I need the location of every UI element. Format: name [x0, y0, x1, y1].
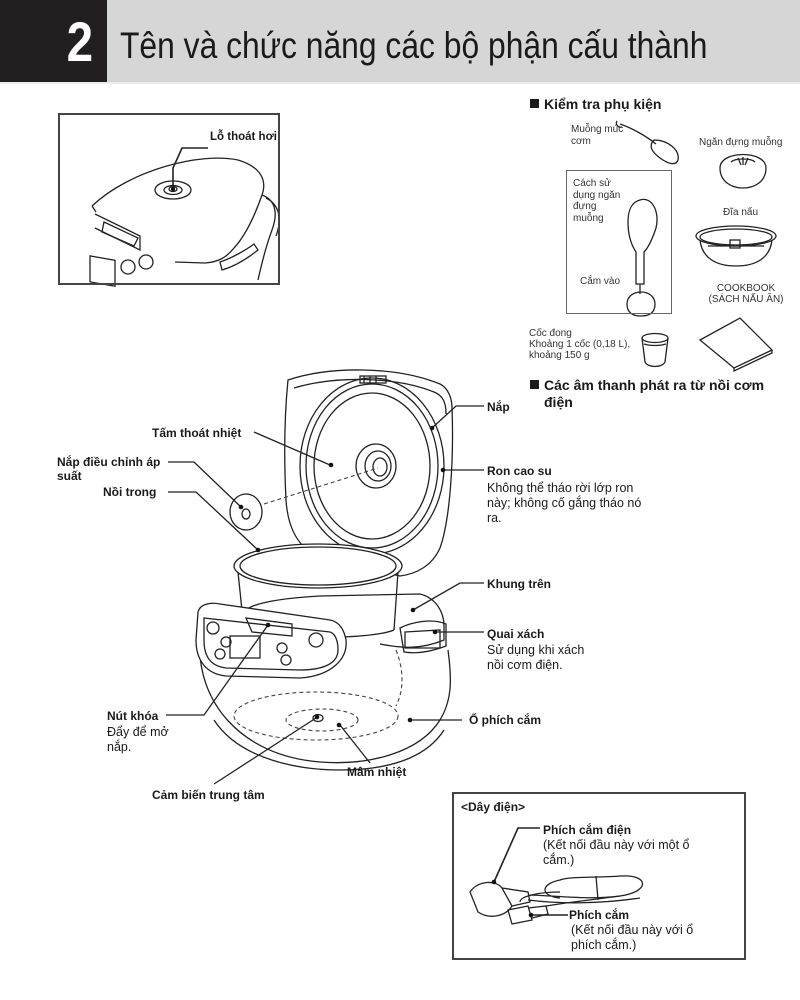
- measuring-cup-weight: khoảng 150 g: [529, 350, 590, 361]
- measuring-cup-label: Cốc đong: [529, 328, 572, 339]
- handle-label: Quai xách: [487, 627, 545, 641]
- cookbook-drawing: [698, 317, 774, 373]
- page-title: Tên và chức năng các bộ phận cấu thành: [120, 25, 708, 66]
- scoop-holder-usage-title: Cách sử dụng ngăn đựng muỗng: [573, 178, 621, 224]
- leader-lines: [166, 405, 484, 785]
- power-socket-label: Ổ phích cắm: [469, 713, 542, 727]
- scoop-holder-drawing: [719, 153, 767, 189]
- heat-plate-label: Tấm thoát nhiệt: [152, 426, 242, 440]
- inner-pot-drawing: [233, 543, 403, 639]
- rubber-seal-label: Ron cao su: [487, 464, 552, 478]
- sounds-heading-line2: điện: [544, 394, 573, 410]
- rice-scoop-drawing: [615, 120, 679, 165]
- square-bullet-icon: [530, 380, 539, 389]
- scoop-insert-label: Cắm vào: [580, 276, 621, 287]
- rubber-seal-desc: Không thể tháo rời lớp ron này; không cố…: [487, 481, 642, 525]
- lid-label: Nắp: [487, 400, 510, 414]
- section-header: 2 Tên và chức năng các bộ phận cấu thành: [0, 0, 800, 82]
- lid-top-view-inset: [58, 113, 280, 285]
- upper-frame-label: Khung trên: [487, 577, 551, 591]
- pressure-cap-drawing: [229, 467, 379, 531]
- inner-pot-label: Nồi trong: [103, 485, 157, 499]
- section-number: 2: [66, 10, 93, 73]
- power-cord-heading: <Dây điện>: [461, 800, 526, 814]
- square-bullet-icon: [530, 99, 539, 108]
- sounds-heading-line1: Các âm thanh phát ra từ nồi cơm: [544, 377, 765, 393]
- lid-top-view-drawing: [89, 147, 280, 288]
- header-divider: [0, 82, 800, 84]
- lock-button-label: Nút khóa: [107, 709, 159, 723]
- power-plug-label: Phích cắm điện: [543, 823, 632, 837]
- cookbook-label: COOKBOOK: [716, 283, 776, 294]
- section-number-box: 2: [0, 0, 107, 82]
- scoop-holder-usage-box: [566, 170, 672, 314]
- measuring-cup-drawing: [641, 332, 669, 368]
- appliance-plug-desc: (Kết nối đầu này với ổ phích cắm.): [571, 923, 694, 952]
- rice-scoop-label: Muỗng múc cơm: [571, 124, 624, 147]
- heating-plate-label: Mâm nhiệt: [347, 765, 407, 779]
- power-cord-box: [452, 792, 746, 960]
- steam-plate-label: Đĩa nấu: [723, 207, 759, 218]
- pressure-cap-label: Nắp điều chỉnh áp suất: [57, 455, 161, 483]
- scoop-holder-label: Ngăn đựng muỗng: [699, 137, 783, 148]
- sounds-heading: Các âm thanh phát ra từ nồi cơm: [530, 377, 764, 393]
- steam-plate-drawing: [695, 225, 777, 267]
- accessories-heading: Kiểm tra phụ kiện: [530, 96, 661, 112]
- accessories-heading-text: Kiểm tra phụ kiện: [544, 96, 662, 112]
- center-sensor-label: Cảm biến trung tâm: [152, 788, 265, 802]
- power-plug-desc: (Kết nối đầu này với một ổ cắm.): [543, 838, 690, 867]
- power-cord-drawing: [469, 827, 643, 925]
- base-dashed-drawing: [233, 649, 403, 741]
- body-drawing: [199, 593, 452, 771]
- steam-vent-label: Lỗ thoát hơi: [210, 131, 277, 143]
- measuring-cup-volume: Khoảng 1 cốc (0,18 L),: [529, 339, 631, 350]
- handle-desc: Sử dụng khi xách nồi cơm điện.: [487, 643, 585, 672]
- appliance-plug-label: Phích cắm: [569, 908, 630, 922]
- lock-button-desc: Đẩy để mở nắp.: [107, 725, 169, 754]
- control-panel-drawing: [195, 602, 347, 679]
- cookbook-sublabel: (SÁCH NẤU ĂN): [708, 294, 784, 305]
